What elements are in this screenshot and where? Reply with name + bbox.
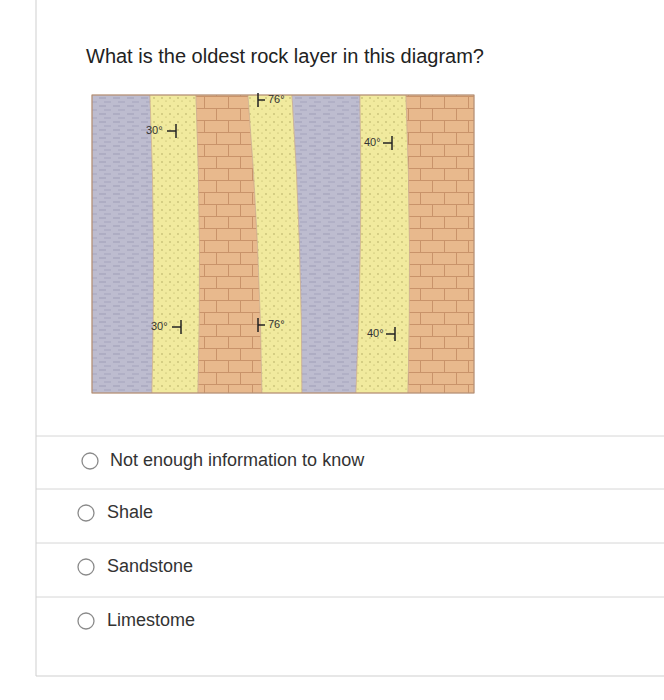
rock-band bbox=[248, 95, 302, 393]
rock-band bbox=[150, 95, 200, 393]
question-title: What is the oldest rock layer in this di… bbox=[86, 44, 484, 68]
rock-band bbox=[356, 95, 410, 393]
answer-option: Shale bbox=[107, 502, 153, 524]
rock-band bbox=[406, 95, 474, 393]
option-separators bbox=[36, 436, 664, 597]
dip-angle: 30° bbox=[146, 125, 163, 136]
answer-option: Limestome bbox=[107, 610, 195, 632]
panel-border bbox=[36, 0, 664, 676]
radio-buttons bbox=[78, 453, 98, 629]
dip-angle: 40° bbox=[367, 328, 384, 339]
rock-band bbox=[292, 95, 361, 393]
dip-angle: 76° bbox=[268, 319, 285, 330]
rock-band bbox=[92, 95, 154, 393]
dip-angle: 76° bbox=[268, 94, 285, 105]
answer-option: Sandstone bbox=[107, 556, 193, 578]
answer-option: Not enough information to know bbox=[110, 450, 364, 472]
strike-dip-symbols bbox=[167, 93, 395, 341]
dip-angle: 40° bbox=[364, 137, 381, 148]
dip-angle: 30° bbox=[151, 321, 168, 332]
